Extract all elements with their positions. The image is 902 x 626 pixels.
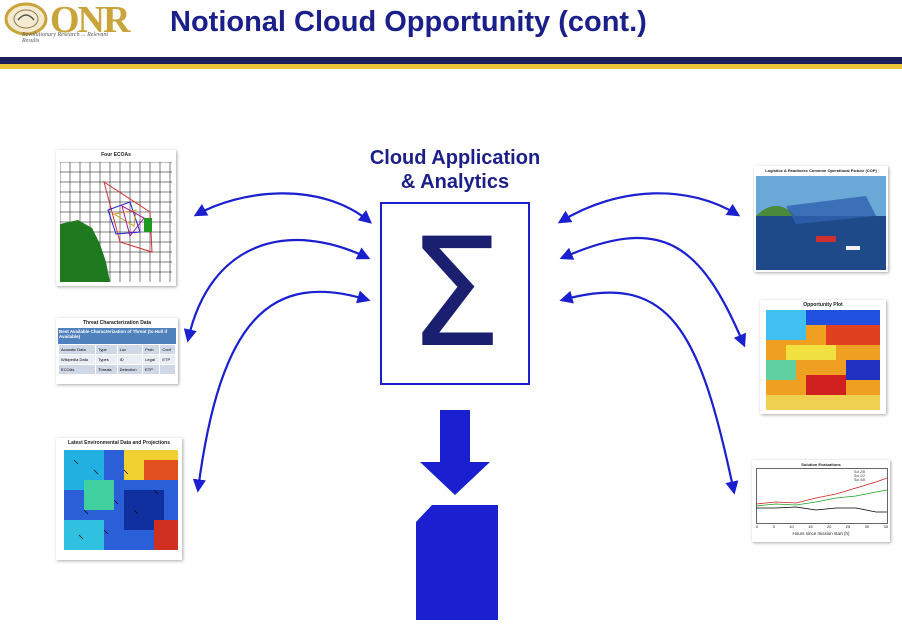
table-cell: ECOAs	[57, 364, 97, 375]
x-tick: 0	[756, 524, 759, 529]
solution-evaluations-thumbnail-title: Solution Evaluations	[801, 462, 841, 467]
arrow-ecoa	[193, 192, 373, 224]
table-cell	[159, 364, 176, 375]
threat-table-header: Best Available Characterization of Threa…	[58, 328, 176, 344]
x-tick: 15	[808, 524, 813, 529]
solution-legend: Sol 2/8 Sol 1/2 Sol 4/8	[854, 470, 865, 482]
sigma-icon: Σ	[407, 206, 503, 381]
logo-tagline: Revolutionary Research ... Relevant Resu…	[22, 32, 109, 44]
opportunity-plot-thumbnail-title: Opportunity Plot	[803, 302, 843, 308]
threat-table: Acoustic Data Type Loc Prob Conf Wikiped…	[57, 344, 176, 375]
header-rule-gold	[0, 64, 902, 69]
cop-scene-icon	[756, 176, 886, 270]
x-tick: 10	[789, 524, 794, 529]
table-cell: Conf	[159, 344, 176, 355]
cloud-application-label: Cloud Application & Analytics	[340, 146, 570, 194]
x-tick: 30	[864, 524, 870, 529]
arrow-cop	[557, 192, 741, 224]
solution-xlabel: Hours since mission start (h)	[792, 531, 850, 536]
environmental-thumbnail-title: Latest Environmental Data and Projection…	[68, 440, 170, 446]
table-cell: Threats	[95, 364, 118, 375]
page-title: Notional Cloud Opportunity (cont.)	[170, 6, 647, 38]
x-tick: 35	[883, 524, 888, 529]
x-tick: 25	[845, 524, 851, 529]
onr-logo: ONR Revolutionary Research ... Relevant …	[4, 0, 130, 44]
table-cell: Legal	[142, 354, 161, 365]
arrow-environment	[192, 290, 371, 493]
table-cell: ETP	[159, 354, 176, 365]
cloud-application-label-line1: Cloud Application	[369, 147, 541, 169]
solution-xticks: 0 5 10 15 20 25 30 35	[756, 524, 888, 529]
table-cell: ID	[116, 354, 144, 365]
threat-data-thumbnail: Threat Characterization Data Best Availa…	[56, 318, 178, 384]
ecoa-thumbnail-title: Four ECOAs	[101, 152, 131, 158]
solution-evaluations-thumbnail: Solution Evaluations Sol 2/8 Sol 1/2 Sol…	[752, 460, 890, 542]
x-tick: 20	[826, 524, 832, 529]
environmental-thumbnail: Latest Environmental Data and Projection…	[56, 438, 182, 560]
legend-entry: Sol 2/8	[854, 470, 865, 474]
opportunity-plot-thumbnail: Opportunity Plot	[760, 300, 886, 414]
plan-document-icon	[416, 505, 498, 620]
table-cell: Types	[95, 354, 118, 365]
legend-entry: Sol 4/8	[854, 478, 865, 482]
logo-text: ONR	[50, 0, 130, 41]
table-cell: Type	[95, 344, 118, 355]
table-cell: Detection	[116, 364, 144, 375]
ecoa-map-icon	[60, 162, 172, 282]
cop-thumbnail: Logistics & Readiness Common Operational…	[754, 166, 888, 272]
arrow-opportunity	[559, 236, 747, 348]
arrow-solutions	[559, 290, 739, 495]
header-rule-navy	[0, 57, 902, 64]
legend-entry: Sol 1/2	[854, 474, 865, 478]
threat-data-thumbnail-title: Threat Characterization Data	[82, 320, 152, 326]
analytics-box	[380, 202, 530, 385]
table-cell: Prob	[142, 344, 161, 355]
table-cell: ETP	[142, 364, 161, 375]
cop-thumbnail-title: Logistics & Readiness Common Operational…	[765, 168, 877, 173]
table-cell: Acoustic Data	[57, 344, 97, 355]
ecoa-thumbnail: Four ECOAs	[56, 150, 176, 286]
logo-seal-icon	[4, 2, 48, 36]
cloud-application-label-line2: & Analytics	[400, 171, 510, 193]
table-cell: Wikipedia Data	[57, 354, 97, 365]
environmental-heatmap-icon	[64, 450, 178, 550]
down-arrow-icon	[420, 410, 490, 495]
table-cell: Loc	[116, 344, 144, 355]
arrow-threat	[183, 238, 371, 343]
solution-evaluations-chart-icon	[756, 468, 888, 524]
x-tick: 5	[772, 524, 775, 529]
plan-label: Plan	[432, 546, 474, 567]
opportunity-heatmap-icon	[766, 310, 880, 410]
